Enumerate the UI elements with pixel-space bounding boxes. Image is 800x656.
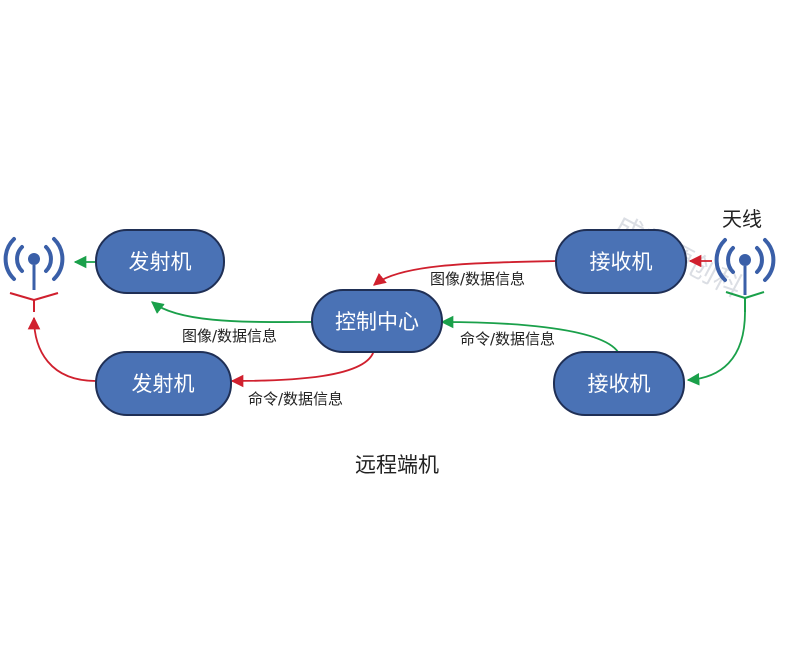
edge-label-control-to-transmitter-top: 图像/数据信息 <box>182 327 277 345</box>
receiver-top-label: 接收机 <box>590 250 653 274</box>
arrow-receiver-top-to-control <box>373 260 557 286</box>
diagram-caption: 远程端机 <box>355 453 439 477</box>
left-antenna-icon <box>3 237 65 290</box>
receiver-top-node: 接收机 <box>555 229 687 294</box>
edge-label-receiver-top-to-control: 图像/数据信息 <box>430 270 525 288</box>
arrow-control-to-transmitter-bottom <box>230 349 375 388</box>
arrow-transmitter-bottom-to-antenna <box>27 316 97 382</box>
transmitter-top-node: 发射机 <box>95 229 225 294</box>
right-antenna-icon <box>714 238 776 295</box>
transmitter-bottom-label: 发射机 <box>132 372 195 396</box>
control-center-node: 控制中心 <box>311 289 443 353</box>
receiver-bottom-node: 接收机 <box>553 351 685 416</box>
receiver-bottom-label: 接收机 <box>588 372 651 396</box>
arrow-receiver-bottom-to-control <box>440 315 619 353</box>
transmitter-top-label: 发射机 <box>129 250 192 274</box>
edge-label-control-to-transmitter-bottom: 命令/数据信息 <box>248 390 343 408</box>
arrow-control-to-transmitter-top <box>151 301 313 323</box>
control-center-label: 控制中心 <box>335 310 419 334</box>
edge-label-receiver-bottom-to-control: 命令/数据信息 <box>460 330 555 348</box>
antenna-label: 天线 <box>722 207 762 231</box>
transmitter-bottom-node: 发射机 <box>95 351 232 416</box>
arrow-antenna-to-receiver-bottom <box>686 311 746 386</box>
right-y-antenna-icon <box>725 291 765 312</box>
left-y-antenna-icon <box>9 292 59 312</box>
